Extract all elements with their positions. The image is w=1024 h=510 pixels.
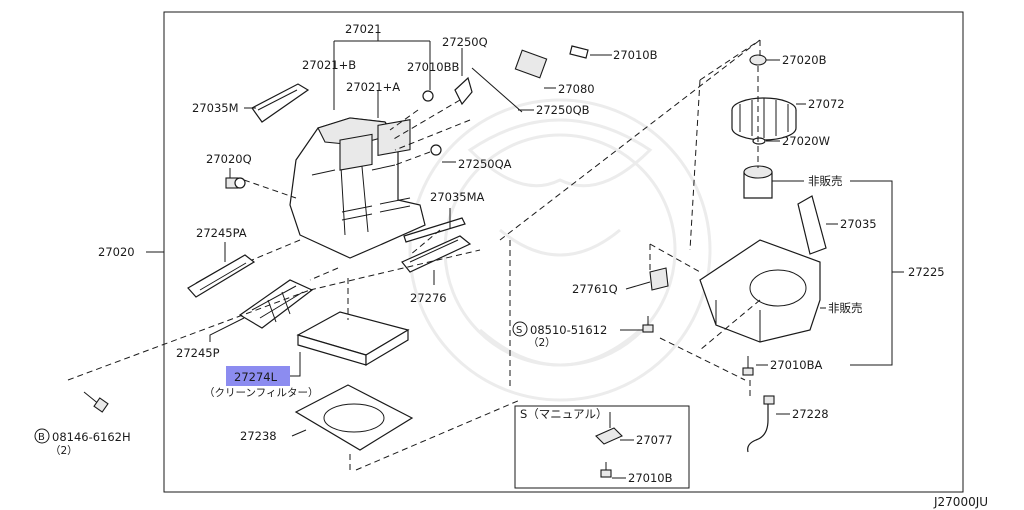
assembly-guide-lines — [67, 39, 761, 471]
label-27020w[interactable]: 27020W — [782, 134, 830, 148]
label-27080[interactable]: 27080 — [558, 82, 595, 96]
bracket-27761q-shape — [649, 267, 669, 291]
actuator-27077-shape — [595, 427, 623, 445]
screw-08510-shape — [642, 316, 654, 333]
label-08510-qty: （2） — [528, 337, 556, 349]
label-manual: S（マニュアル） — [520, 407, 607, 421]
label-27245pa[interactable]: 27245PA — [196, 226, 247, 240]
label-27035[interactable]: 27035 — [840, 217, 877, 231]
nut-27020b-shape — [749, 54, 767, 66]
cover-27245pa-shape — [187, 254, 256, 298]
label-27228[interactable]: 27228 — [792, 407, 829, 421]
cover-27245p-shape — [238, 279, 314, 329]
label-27274l-note: （クリーンフィルター） — [204, 387, 318, 399]
seal-27035m-shape — [251, 83, 310, 123]
lower-case-27238-shape — [294, 384, 414, 451]
label-27225[interactable]: 27225 — [908, 265, 945, 279]
blower-case-shape — [699, 239, 821, 343]
hose-27228-shape — [747, 395, 775, 453]
label-27010b-top[interactable]: 27010B — [613, 48, 658, 62]
label-27761q[interactable]: 27761Q — [572, 282, 618, 296]
label-27250qb[interactable]: 27250QB — [536, 103, 590, 117]
small-parts-top — [422, 45, 589, 156]
label-27245p[interactable]: 27245P — [176, 346, 220, 360]
prefix-s-circle — [512, 321, 528, 337]
part-labels: 27021 27021+B 27021+A 27010BB 27250Q 270… — [38, 22, 988, 509]
bolt-08146-shape — [83, 391, 109, 413]
label-08510[interactable]: 08510-51612 — [530, 323, 607, 337]
prefix-b: B — [38, 432, 45, 443]
grommet-27020q-shape — [225, 177, 246, 189]
label-27010b-bottom[interactable]: 27010B — [628, 471, 673, 485]
label-27072[interactable]: 27072 — [808, 97, 845, 111]
label-27020q[interactable]: 27020Q — [206, 152, 252, 166]
label-27021b[interactable]: 27021+B — [302, 58, 356, 72]
screw-27010b-bottom-shape — [600, 462, 612, 478]
label-27035ma[interactable]: 27035MA — [430, 190, 485, 204]
motor-shape — [743, 165, 773, 199]
label-hanbai-1: 非販売 — [808, 174, 843, 188]
label-27250qa[interactable]: 27250QA — [458, 157, 512, 171]
label-27077[interactable]: 27077 — [636, 433, 673, 447]
prefix-s: S — [516, 325, 522, 336]
prefix-b-circle — [34, 428, 50, 444]
label-27238[interactable]: 27238 — [240, 429, 277, 443]
blower-fan-27072-shape — [731, 97, 797, 141]
seal-27035-shape — [797, 195, 827, 255]
watermark-emblem — [408, 98, 712, 402]
label-08146-qty: （2） — [50, 445, 78, 457]
label-27020[interactable]: 27020 — [98, 245, 135, 259]
intake-case-illustration — [289, 117, 426, 259]
label-27021[interactable]: 27021 — [345, 22, 382, 36]
selected-part-highlight[interactable] — [226, 366, 290, 386]
label-27021a[interactable]: 27021+A — [346, 80, 400, 94]
label-27274l[interactable]: 27274L — [234, 370, 278, 384]
label-27010bb[interactable]: 27010BB — [407, 60, 459, 74]
label-hanbai-2: 非販売 — [828, 301, 863, 315]
label-27250q[interactable]: 27250Q — [442, 35, 488, 49]
manual-inset-box — [514, 405, 690, 489]
diagram-code: J27000JU — [933, 495, 988, 509]
label-27035m[interactable]: 27035M — [192, 101, 239, 115]
washer-27020w-shape — [752, 137, 766, 145]
plate-27276-shape — [401, 235, 472, 273]
label-27020b[interactable]: 27020B — [782, 53, 827, 67]
leader-lines — [146, 30, 904, 479]
label-08146[interactable]: 08146-6162H — [52, 430, 131, 444]
label-27276[interactable]: 27276 — [410, 291, 447, 305]
clean-filter-27274l-shape — [296, 311, 410, 367]
label-27010ba[interactable]: 27010BA — [770, 358, 822, 372]
screw-27010ba-shape — [742, 356, 754, 376]
